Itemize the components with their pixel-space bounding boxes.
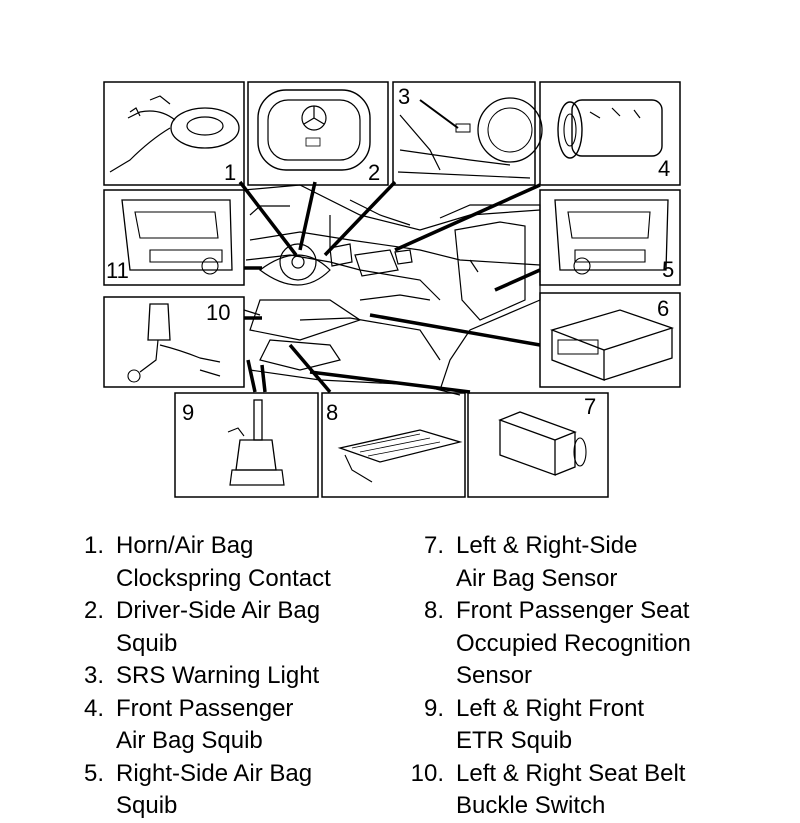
panel-10-buckle-switch: 10 [103, 296, 245, 388]
legend-text: Air Bag Sensor [456, 564, 618, 592]
callout-1: 1 [224, 160, 236, 185]
legend-number: 5. [83, 759, 104, 787]
legend-number: 2. [83, 597, 104, 624]
callout-5: 5 [662, 257, 674, 282]
callout-6: 6 [657, 296, 669, 321]
callout-4: 4 [658, 156, 670, 181]
legend-item: 9. Left & Right Front ETR Squib [408, 693, 800, 758]
legend-text: Buckle Switch [456, 792, 606, 819]
callout-10: 10 [206, 300, 230, 325]
callout-2: 2 [368, 160, 380, 185]
legend-text: Front Passenger [116, 694, 294, 722]
legend-left-column: 1. Horn/Air Bag Clockspring Contact 2. D… [64, 530, 394, 823]
callout-3: 3 [398, 84, 410, 109]
legend-item: 2. Driver-Side Air Bag Squib [64, 595, 394, 660]
legend-text: SRS Warning Light [116, 662, 320, 689]
legend-item: 3. SRS Warning Light [64, 660, 394, 693]
legend-item: 1. Horn/Air Bag Clockspring Contact [64, 530, 394, 595]
legend-number: 8. [423, 597, 444, 624]
panel-3-srs-warning-light: 3 [392, 81, 543, 186]
legend-text: Air Bag Squib [116, 727, 263, 754]
callout-8: 8 [326, 400, 338, 425]
legend-text: Clockspring Contact [116, 564, 331, 592]
legend-number: 1. [83, 532, 104, 559]
legend-item: 10. Left & Right Seat Belt Buckle Switch [408, 758, 800, 823]
panel-11-left-door: 11 [103, 189, 245, 286]
legend-text: Occupied Recognition [456, 629, 691, 657]
legend-text: Left & Right Front [456, 694, 645, 722]
legend-text: Right-Side Air Bag [116, 759, 313, 787]
legend-item: 5. Right-Side Air Bag Squib [64, 758, 394, 823]
legend-text: Sensor [456, 662, 533, 689]
panel-2-driver-airbag: 2 [247, 81, 389, 186]
panel-9-etr-squib: 9 [174, 392, 319, 498]
legend-number: 10. [410, 759, 444, 787]
legend-text: Left & Right Seat Belt [456, 759, 686, 787]
legend-text: Squib [116, 629, 178, 657]
panel-4-passenger-airbag: 4 [539, 81, 681, 186]
legend-text: Horn/Air Bag [116, 532, 254, 559]
callout-11: 11 [106, 258, 129, 283]
srs-component-diagram: 1 2 3 4 11 [103, 81, 681, 498]
legend-number: 3. [83, 662, 104, 689]
callout-9: 9 [182, 400, 194, 425]
legend-item: 7. Left & Right-Side Air Bag Sensor [408, 530, 800, 595]
panel-6-control-module: 6 [539, 292, 681, 388]
legend-text: Driver-Side Air Bag [116, 597, 321, 624]
panel-1-clockspring: 1 [103, 81, 245, 186]
legend-text: Squib [116, 792, 178, 819]
legend-number: 9. [423, 694, 444, 722]
legend-right-column: 7. Left & Right-Side Air Bag Sensor 8. F… [408, 530, 800, 823]
legend-number: 7. [423, 532, 444, 559]
panel-8-seat-sensor: 8 [321, 392, 466, 498]
callout-7: 7 [584, 394, 596, 419]
legend-text: Left & Right-Side [456, 532, 638, 559]
legend-text: ETR Squib [456, 727, 573, 754]
legend-number: 4. [83, 694, 104, 722]
legend-item: 8. Front Passenger Seat Occupied Recogni… [408, 595, 800, 693]
panel-5-right-door: 5 [539, 189, 681, 286]
legend-text: Front Passenger Seat [456, 597, 690, 624]
legend: 1. Horn/Air Bag Clockspring Contact 2. D… [0, 530, 800, 819]
panel-7-side-sensor: 7 [467, 392, 609, 498]
leader-lines [238, 180, 541, 394]
legend-item: 4. Front Passenger Air Bag Squib [64, 693, 394, 758]
